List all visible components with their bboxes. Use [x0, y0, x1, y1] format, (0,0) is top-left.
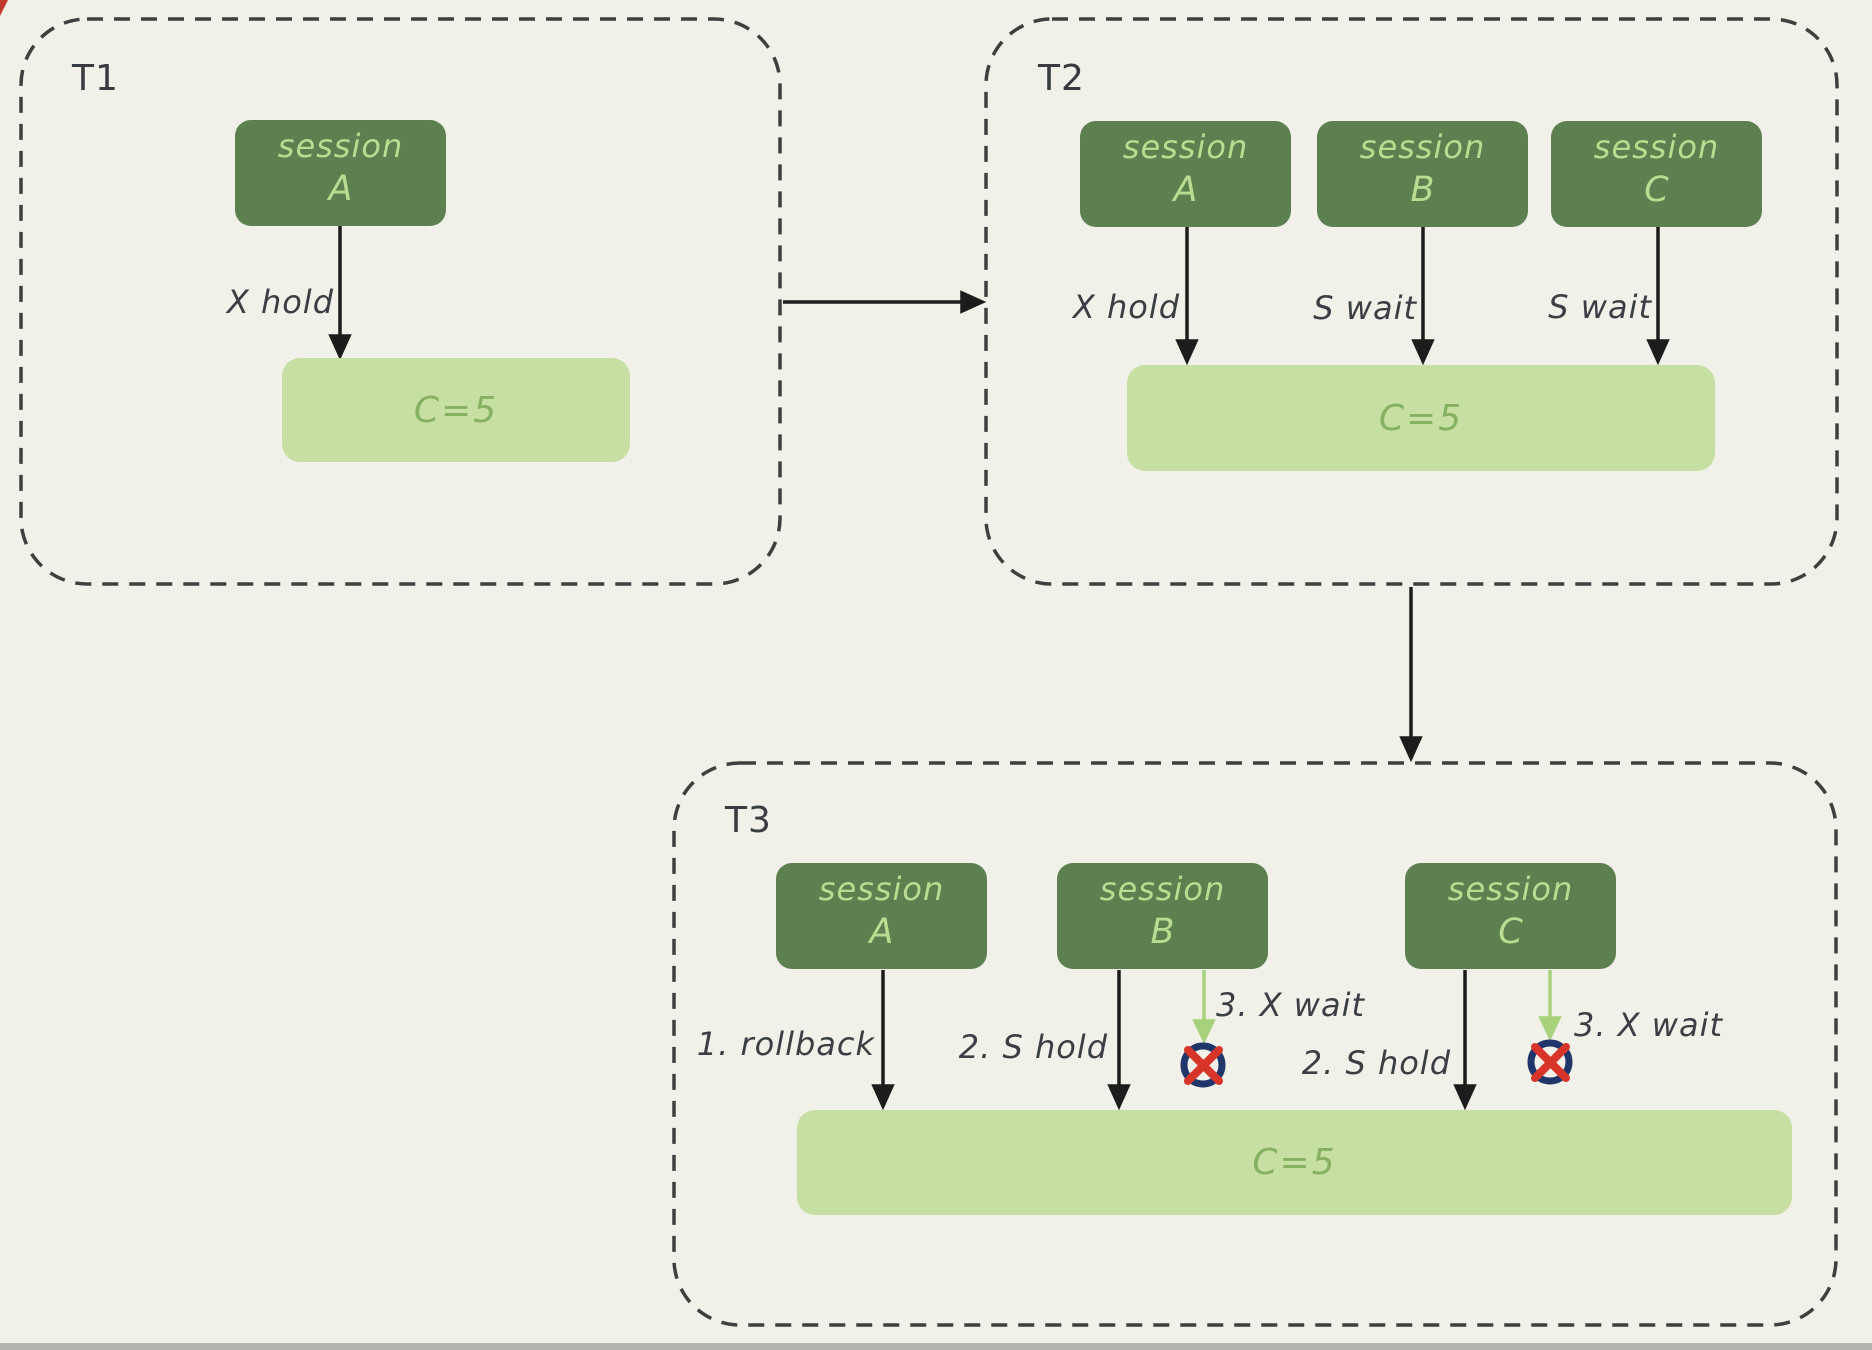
- t2-lock-label-c: S wait: [1548, 288, 1652, 326]
- screen-corner-artifact: [0, 0, 8, 16]
- t2-session-a-letter: A: [1173, 169, 1198, 210]
- t3-session-a-letter: A: [869, 911, 894, 952]
- t3-session-c-letter: C: [1498, 911, 1523, 952]
- blocked-icon-b: [1180, 1042, 1226, 1088]
- t3-lock-label-c: 2. S hold: [1301, 1044, 1451, 1082]
- t2-session-b-title: session: [1359, 128, 1486, 166]
- t3-lock-label-b: 2. S hold: [958, 1028, 1108, 1066]
- blocked-icon-c: [1527, 1039, 1573, 1085]
- t3-session-b-letter: B: [1150, 911, 1175, 952]
- t2-session-c-letter: C: [1644, 169, 1669, 210]
- screen-bottom-strip: [0, 1343, 1872, 1350]
- t1-panel-border: [19, 17, 782, 586]
- t2-session-b-letter: B: [1410, 169, 1435, 210]
- t3-wait-label-b: 3. X wait: [1216, 986, 1366, 1024]
- t1-lock-label-a: X hold: [226, 283, 334, 321]
- t2-resource-box: C=5: [1127, 365, 1715, 471]
- t1-session-a-title: session: [277, 127, 404, 165]
- t2-session-a-box: session A: [1080, 121, 1291, 227]
- t1-panel-label: T1: [72, 58, 119, 99]
- t3-session-b-box: session B: [1057, 863, 1268, 969]
- t2-session-b-box: session B: [1317, 121, 1528, 227]
- t1-session-a-box: session A: [235, 120, 446, 226]
- t3-session-a-box: session A: [776, 863, 987, 969]
- t3-wait-label-c: 3. X wait: [1574, 1006, 1724, 1044]
- t3-action-label-a: 1. rollback: [696, 1025, 875, 1063]
- t2-lock-label-a: X hold: [1072, 288, 1180, 326]
- t1-resource-box: C=5: [282, 358, 630, 462]
- t1-session-a-letter: A: [328, 168, 353, 209]
- t3-session-b-title: session: [1099, 870, 1226, 908]
- t3-panel-label: T3: [725, 800, 772, 841]
- t2-panel-label: T2: [1038, 58, 1085, 99]
- t2-session-a-title: session: [1122, 128, 1249, 166]
- t3-resource-box: C=5: [797, 1110, 1792, 1215]
- t2-session-c-box: session C: [1551, 121, 1762, 227]
- t3-session-c-box: session C: [1405, 863, 1616, 969]
- t3-session-a-title: session: [818, 870, 945, 908]
- t3-session-c-title: session: [1447, 870, 1574, 908]
- t2-session-c-title: session: [1593, 128, 1720, 166]
- t2-lock-label-b: S wait: [1313, 289, 1417, 327]
